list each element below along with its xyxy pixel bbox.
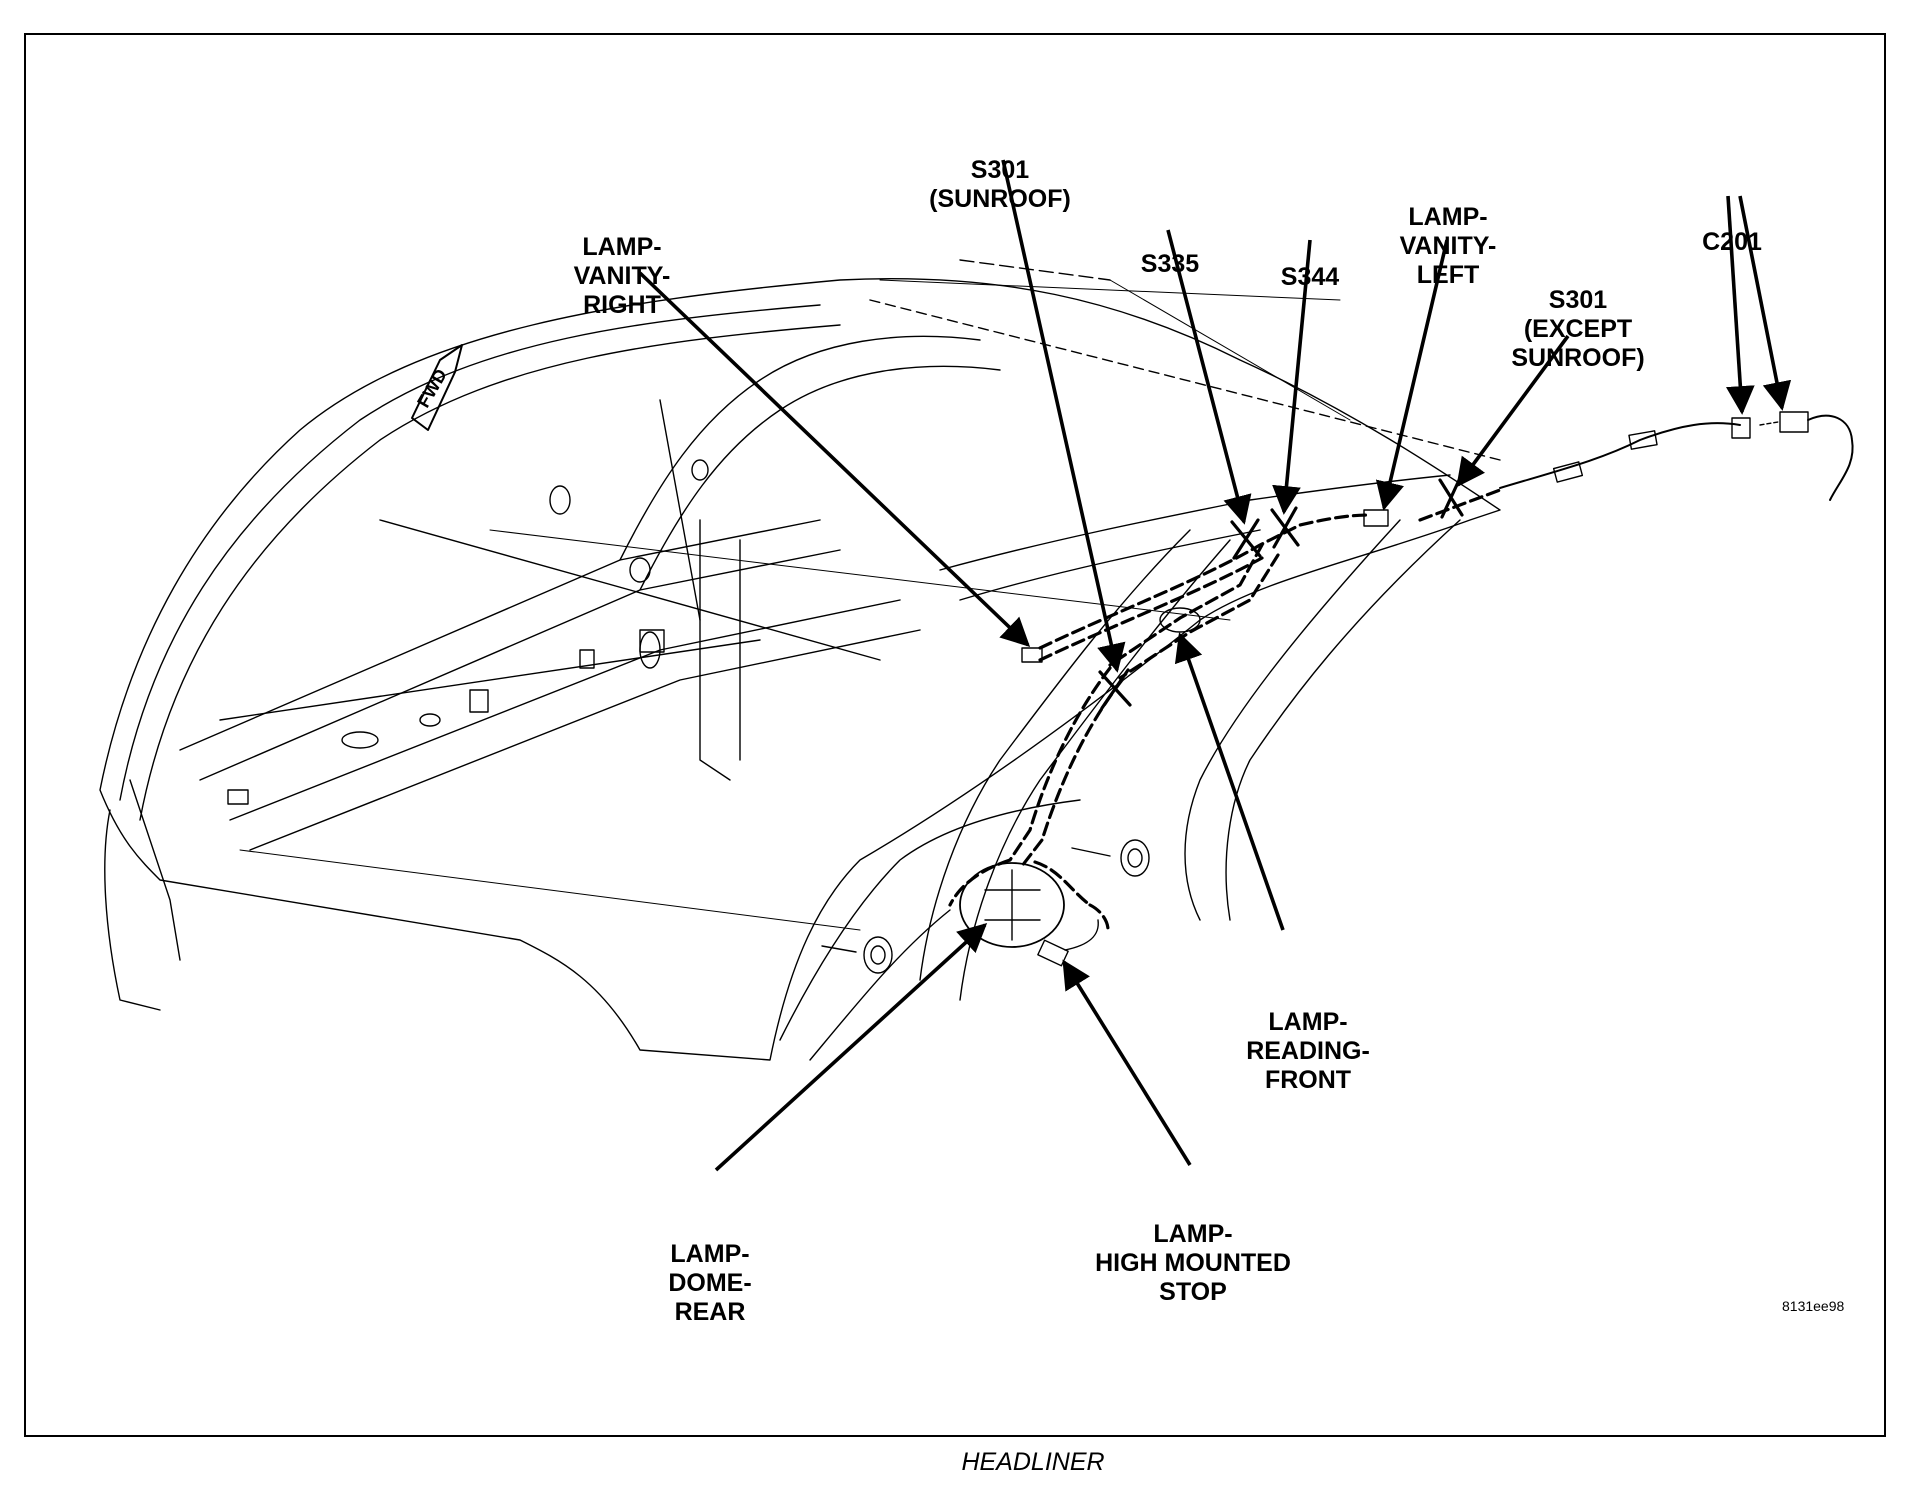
diagram-caption: HEADLINER bbox=[961, 1448, 1105, 1476]
splice-s335 bbox=[1230, 518, 1262, 560]
leader-s301-except bbox=[1456, 334, 1570, 488]
dome-lamp-rear bbox=[959, 862, 1065, 948]
leader-c201-a bbox=[1725, 195, 1755, 415]
harness-dome-drop bbox=[1008, 666, 1112, 862]
label-s335: S335 bbox=[1140, 250, 1200, 278]
label-lamp-reading-front: LAMP-READING-FRONT bbox=[1246, 1008, 1370, 1094]
fwd-arrow bbox=[411, 344, 463, 431]
harness-main-upper bbox=[1038, 513, 1372, 650]
leader-s344 bbox=[1272, 239, 1312, 515]
leader-lamp-vanity-right bbox=[638, 271, 1031, 647]
label-s301-sunroof: S301(SUNROOF) bbox=[929, 156, 1071, 213]
leader-s301-sunroof bbox=[1001, 159, 1126, 673]
windshield-header bbox=[119, 304, 821, 801]
leader-c201-b bbox=[1738, 195, 1792, 411]
splice-s301-sunroof bbox=[1098, 668, 1132, 710]
diagram-id: 8131ee98 bbox=[1782, 1298, 1845, 1314]
leader-lamp-vanity-left bbox=[1375, 239, 1449, 511]
diagram-frame bbox=[24, 33, 1886, 1437]
leader-lamp-high-mounted-stop bbox=[1062, 959, 1192, 1166]
label-c201: C201 bbox=[1702, 228, 1762, 256]
harness-c201 bbox=[1499, 422, 1741, 489]
label-lamp-vanity-left: LAMP-VANITY-LEFT bbox=[1399, 203, 1497, 289]
leader-lamp-dome-rear bbox=[714, 923, 988, 1172]
leader-s335 bbox=[1166, 229, 1252, 525]
label-lamp-vanity-right: LAMP-VANITY-RIGHT bbox=[573, 233, 671, 319]
label-s344: S344 bbox=[1280, 263, 1340, 291]
headliner-outline bbox=[99, 277, 1501, 1061]
leader-lamp-reading-front bbox=[1174, 632, 1285, 931]
rear-sweep bbox=[919, 529, 1191, 981]
label-lamp-dome-rear: LAMP-DOME-REAR bbox=[668, 1240, 752, 1326]
